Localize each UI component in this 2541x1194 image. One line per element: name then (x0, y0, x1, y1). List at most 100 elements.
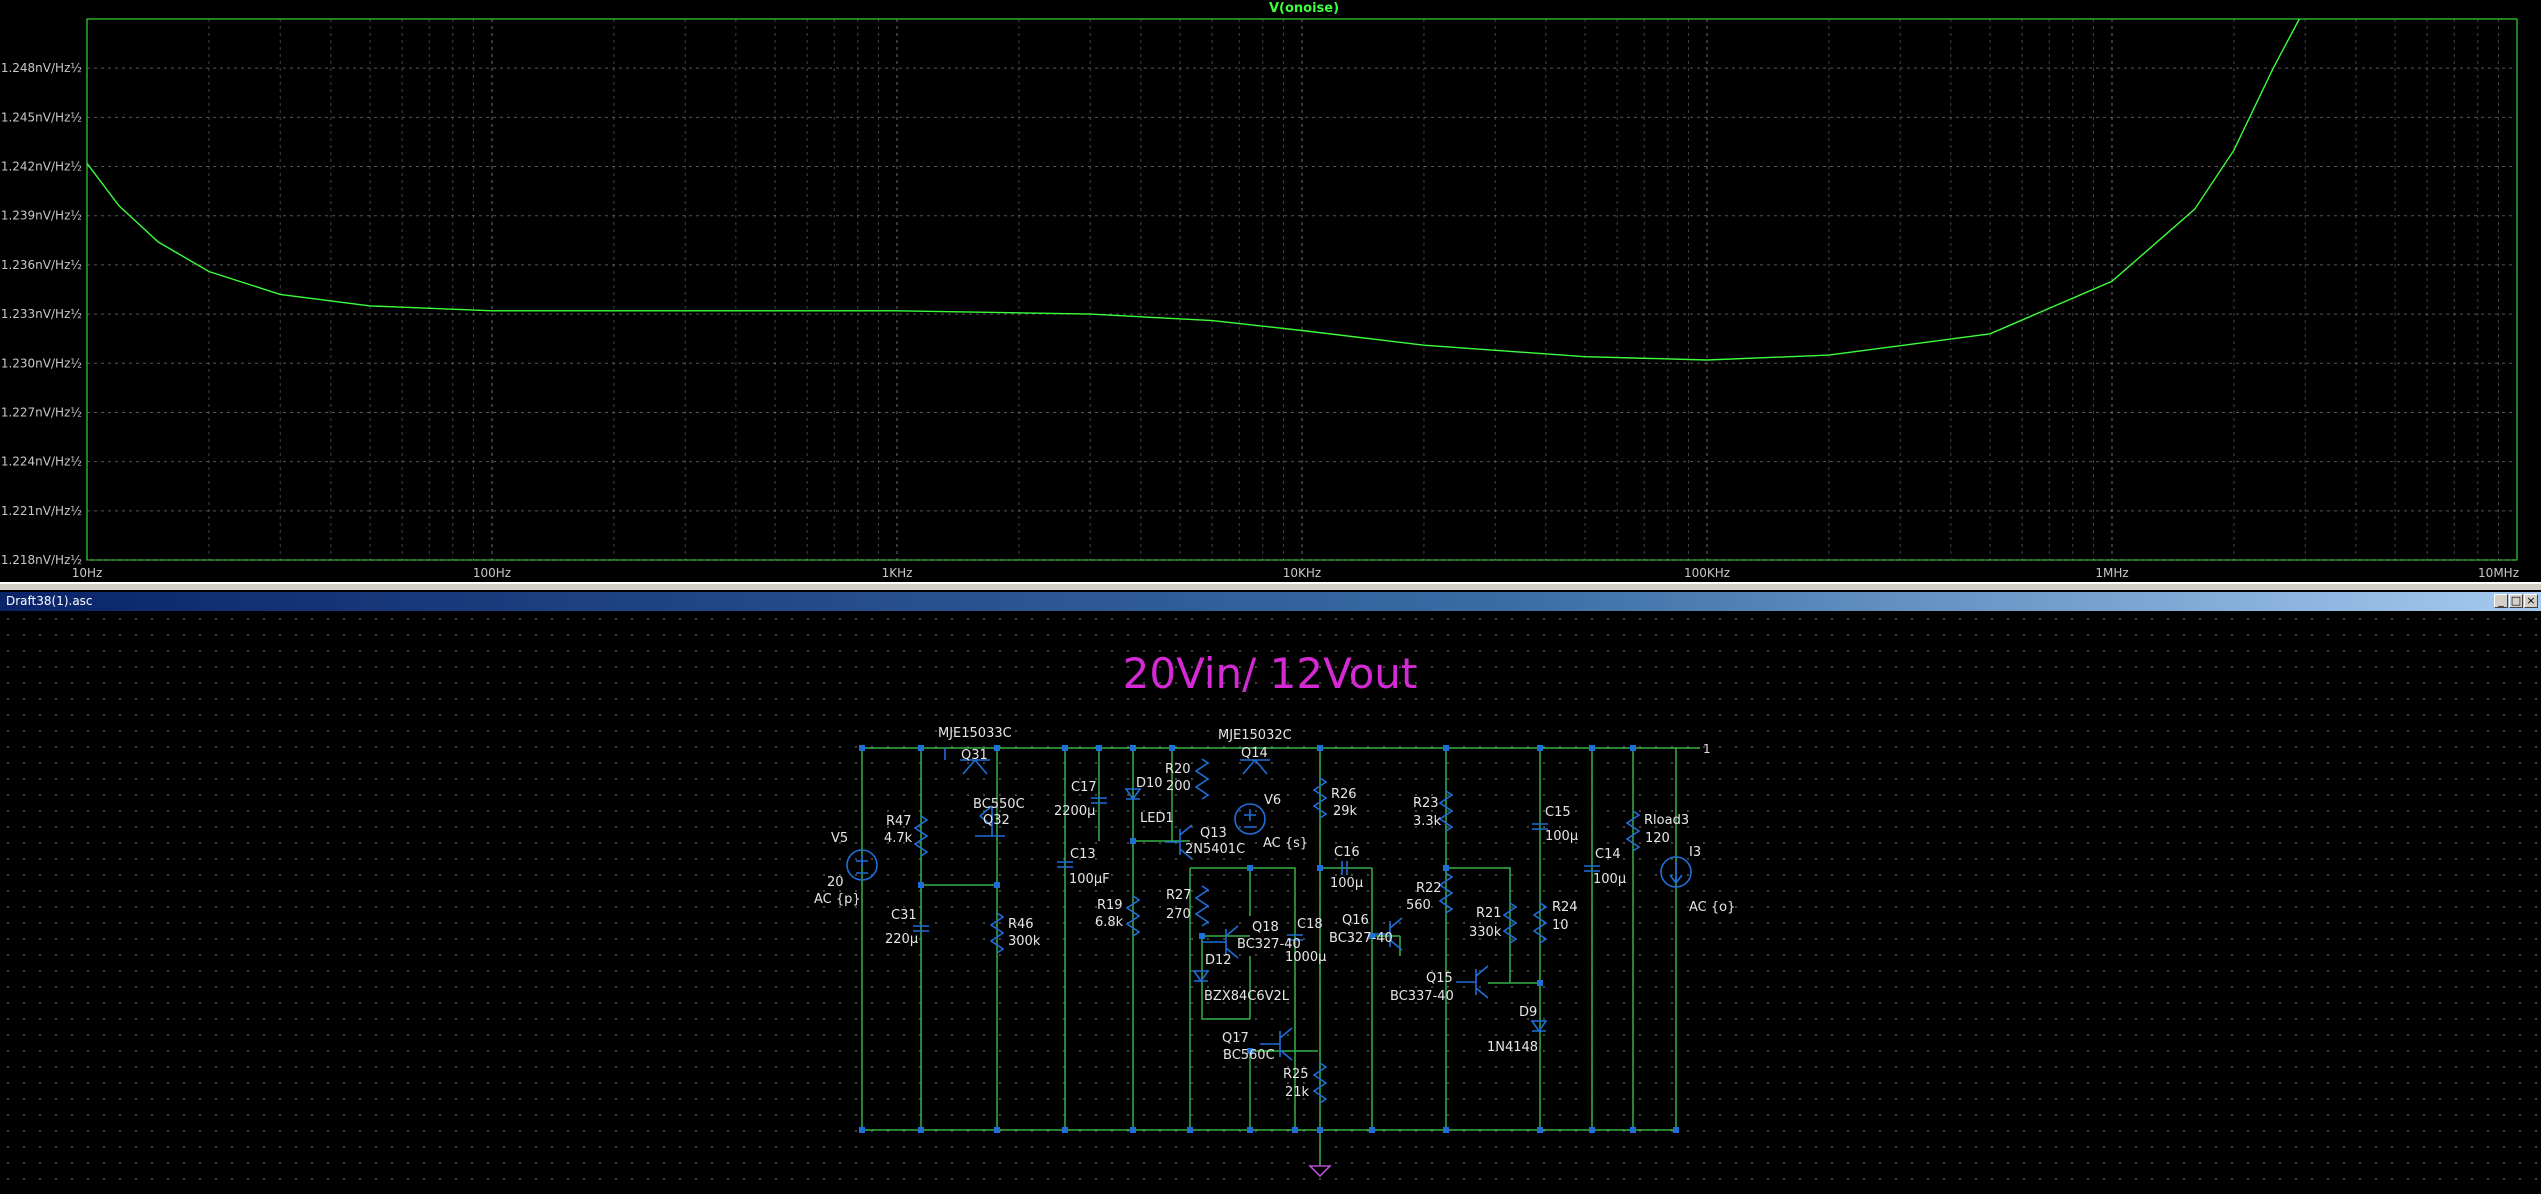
label-rload3-value[interactable]: 120 (1645, 831, 1670, 846)
label-d9[interactable]: D9 (1519, 1005, 1537, 1020)
label-d9-value[interactable]: 1N4148 (1487, 1040, 1538, 1055)
schematic-heading[interactable]: 20Vin/ 12Vout (1123, 649, 1418, 698)
close-button[interactable]: × (2524, 594, 2538, 608)
label-v5[interactable]: V5 (831, 831, 848, 846)
label-r24-value[interactable]: 10 (1552, 918, 1569, 933)
label-bc550c[interactable]: BC550C (973, 797, 1025, 812)
label-mje15033c[interactable]: MJE15033C (938, 726, 1012, 741)
components[interactable] (846, 748, 1692, 1178)
label-c31[interactable]: C31 (891, 908, 917, 923)
y-tick-label: 1.218nV/Hz½ (1, 553, 82, 567)
label-c18-value[interactable]: 1000µ (1285, 950, 1326, 965)
label-r46[interactable]: R46 (1008, 917, 1034, 932)
label-d12[interactable]: D12 (1205, 953, 1232, 968)
label-r47[interactable]: R47 (886, 814, 912, 829)
y-axis-ticks: 1.248nV/Hz½ 1.245nV/Hz½ 1.242nV/Hz½ 1.239nV… (1, 61, 82, 567)
label-c17-value[interactable]: 2200µ (1054, 804, 1095, 819)
label-c18[interactable]: C18 (1297, 917, 1323, 932)
waveform-plot[interactable]: 1.248nV/Hz½ 1.245nV/Hz½ 1.242nV/Hz½ 1.239nV… (0, 0, 2541, 582)
y-tick-label: 1.224nV/Hz½ (1, 455, 82, 469)
y-tick-label: 1.242nV/Hz½ (1, 160, 82, 174)
label-i3-ac[interactable]: AC {o} (1689, 900, 1735, 915)
label-r26-value[interactable]: 29k (1333, 804, 1358, 819)
label-v5-value[interactable]: 20 (827, 875, 844, 890)
schematic-drawing[interactable]: 20Vin/ 12Vout (0, 611, 2541, 1194)
x-tick-label: 10Hz (72, 566, 103, 580)
x-tick-label: 10KHz (1283, 566, 1321, 580)
label-d10[interactable]: D10 (1136, 776, 1163, 791)
pane-splitter[interactable] (0, 582, 2541, 590)
schematic-window-titlebar[interactable]: Draft38(1).asc _ □ × (0, 592, 2541, 611)
label-r27-value[interactable]: 270 (1166, 907, 1191, 922)
label-q15-value[interactable]: BC337-40 (1390, 989, 1454, 1004)
x-tick-label: 100Hz (473, 566, 511, 580)
y-tick-label: 1.221nV/Hz½ (1, 504, 82, 518)
restore-button[interactable]: □ (2509, 594, 2523, 608)
component-labels[interactable]: MJE15033C Q31 BC550C Q32 R47 4.7k V5 20 … (814, 726, 1735, 1100)
label-v5-ac[interactable]: AC {p} (814, 892, 861, 907)
y-tick-label: 1.239nV/Hz½ (1, 209, 82, 223)
label-r25-value[interactable]: 21k (1285, 1085, 1310, 1100)
label-c13-value[interactable]: 100µF (1069, 872, 1110, 887)
label-r21[interactable]: R21 (1476, 906, 1502, 921)
waveform-plot-pane[interactable]: 1.248nV/Hz½ 1.245nV/Hz½ 1.242nV/Hz½ 1.239nV… (0, 0, 2541, 582)
trace-title[interactable]: V(onoise) (1269, 1, 1339, 16)
label-mje15032c[interactable]: MJE15032C (1218, 728, 1292, 743)
label-q17[interactable]: Q17 (1222, 1031, 1249, 1046)
trace-series (86, 18, 2300, 361)
label-q16[interactable]: Q16 (1342, 913, 1369, 928)
label-q18[interactable]: Q18 (1252, 920, 1279, 935)
label-c13[interactable]: C13 (1070, 847, 1096, 862)
label-q17-value[interactable]: BC560C (1223, 1048, 1275, 1063)
label-r20-value[interactable]: 200 (1166, 779, 1191, 794)
y-tick-label: 1.236nV/Hz½ (1, 258, 82, 272)
x-tick-label: 100KHz (1684, 566, 1730, 580)
label-q14[interactable]: Q14 (1241, 746, 1268, 761)
y-tick-label: 1.245nV/Hz½ (1, 110, 82, 124)
label-c31-value[interactable]: 220µ (885, 932, 918, 947)
label-q16-value[interactable]: BC327-40 (1329, 931, 1393, 946)
label-r27[interactable]: R27 (1166, 888, 1192, 903)
label-v6[interactable]: V6 (1264, 793, 1281, 808)
label-d12-value[interactable]: BZX84C6V2L (1204, 989, 1290, 1004)
label-r24[interactable]: R24 (1552, 900, 1578, 915)
label-r23[interactable]: R23 (1413, 796, 1439, 811)
label-q32[interactable]: Q32 (983, 813, 1010, 828)
label-c14[interactable]: C14 (1595, 847, 1621, 862)
plot-grid (87, 19, 2517, 561)
y-tick-label: 1.248nV/Hz½ (1, 61, 82, 75)
label-v6-ac[interactable]: AC {s} (1263, 836, 1308, 851)
label-r26[interactable]: R26 (1331, 787, 1357, 802)
net-label[interactable]: 1 (1703, 742, 1711, 756)
label-r21-value[interactable]: 330k (1469, 925, 1502, 940)
schematic-canvas[interactable]: 20Vin/ 12Vout (0, 611, 2541, 1194)
label-q13[interactable]: Q13 (1200, 826, 1227, 841)
label-r46-value[interactable]: 300k (1008, 934, 1041, 949)
label-c16-value[interactable]: 100µ (1330, 876, 1363, 891)
label-c16[interactable]: C16 (1334, 845, 1360, 860)
label-led1[interactable]: LED1 (1140, 811, 1174, 826)
label-i3[interactable]: I3 (1689, 845, 1701, 860)
label-q13-value[interactable]: 2N5401C (1185, 842, 1245, 857)
x-tick-label: 1MHz (2095, 566, 2128, 580)
label-r20[interactable]: R20 (1165, 762, 1191, 777)
label-r19-value[interactable]: 6.8k (1095, 915, 1124, 930)
label-r22[interactable]: R22 (1416, 881, 1442, 896)
label-q31[interactable]: Q31 (961, 748, 988, 763)
label-c15-value[interactable]: 100µ (1545, 829, 1578, 844)
label-rload3[interactable]: Rload3 (1644, 813, 1689, 828)
label-r19[interactable]: R19 (1097, 898, 1123, 913)
label-c17[interactable]: C17 (1071, 780, 1097, 795)
plot-frame (86, 18, 2518, 561)
label-r47-value[interactable]: 4.7k (884, 831, 913, 846)
minimize-button[interactable]: _ (2494, 594, 2508, 608)
label-q18-value[interactable]: BC327-40 (1237, 937, 1301, 952)
label-r25[interactable]: R25 (1283, 1067, 1309, 1082)
label-r22-value[interactable]: 560 (1406, 898, 1431, 913)
label-r23-value[interactable]: 3.3k (1413, 814, 1442, 829)
label-c14-value[interactable]: 100µ (1593, 872, 1626, 887)
label-c15[interactable]: C15 (1545, 805, 1571, 820)
y-tick-label: 1.227nV/Hz½ (1, 405, 82, 419)
label-q15[interactable]: Q15 (1426, 971, 1453, 986)
